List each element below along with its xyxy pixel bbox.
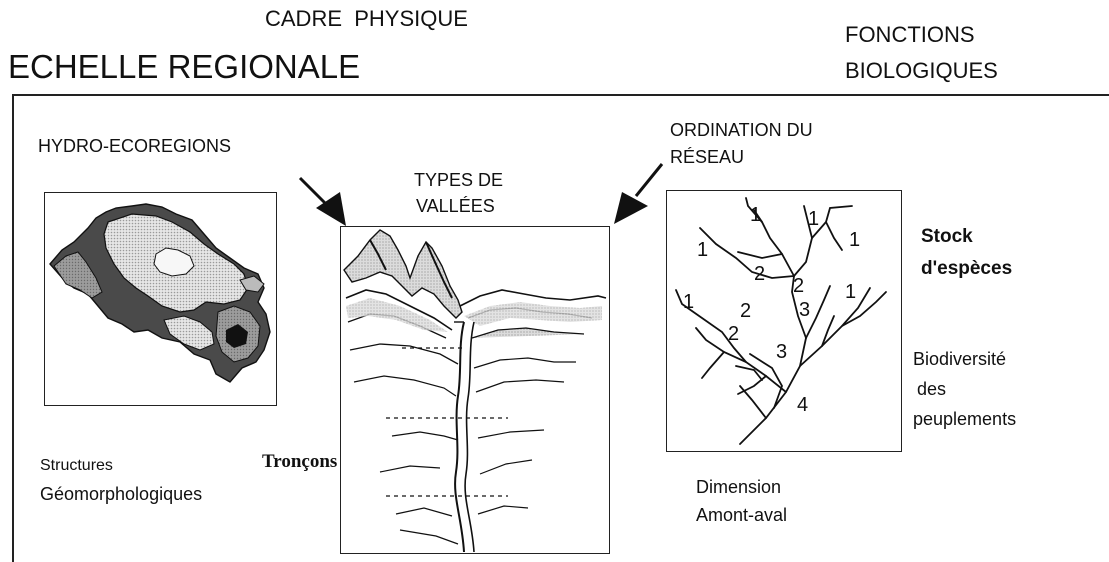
- biodiversite-line1: Biodiversité: [913, 349, 1006, 370]
- troncons-label: Tronçons: [262, 451, 337, 473]
- hydro-ecoregions-title: HYDRO-ECOREGIONS: [38, 136, 231, 157]
- stream-order-label: 1: [808, 208, 819, 231]
- stream-network-diagram: [666, 190, 902, 452]
- stream-order-label: 4: [797, 394, 808, 417]
- stream-order-label: 1: [750, 204, 761, 227]
- biodiversite-line2: des: [917, 379, 946, 400]
- stream-order-label: 2: [793, 275, 804, 298]
- valley-types-illustration: [340, 226, 610, 554]
- fonctions-heading-line2: BIOLOGIQUES: [845, 58, 998, 83]
- stream-order-label: 2: [740, 300, 751, 323]
- stream-order-label: 1: [849, 229, 860, 252]
- right-arrow: [606, 162, 666, 228]
- stream-order-label: 3: [799, 299, 810, 322]
- dimension-caption-line1: Dimension: [696, 477, 781, 498]
- stream-order-label: 3: [776, 341, 787, 364]
- ordination-title-line1: ORDINATION DU: [670, 120, 813, 141]
- structures-caption-line2: Géomorphologiques: [40, 484, 202, 505]
- stream-order-label: 2: [728, 323, 739, 346]
- cadre-physique-heading: CADRE PHYSIQUE: [265, 6, 468, 31]
- fonctions-heading-line1: FONCTIONS: [845, 22, 975, 47]
- stock-especes-line1: Stock: [921, 226, 973, 248]
- ordination-title-line2: RÉSEAU: [670, 147, 744, 168]
- stream-order-label: 2: [754, 263, 765, 286]
- dimension-caption-line2: Amont-aval: [696, 505, 787, 526]
- stream-order-label: 1: [845, 281, 856, 304]
- hydro-ecoregions-map: [44, 192, 277, 406]
- structures-caption-line1: Structures: [40, 457, 113, 475]
- echelle-regionale-heading: ECHELLE REGIONALE: [8, 48, 360, 86]
- types-de-vallees-title-line2: VALLÉES: [416, 196, 495, 217]
- biodiversite-line3: peuplements: [913, 409, 1016, 430]
- types-de-vallees-title-line1: TYPES DE: [414, 170, 503, 191]
- stream-order-label: 1: [697, 239, 708, 262]
- stock-especes-line2: d'espèces: [921, 258, 1012, 280]
- stream-order-label: 1: [683, 291, 694, 314]
- left-arrow: [298, 176, 358, 232]
